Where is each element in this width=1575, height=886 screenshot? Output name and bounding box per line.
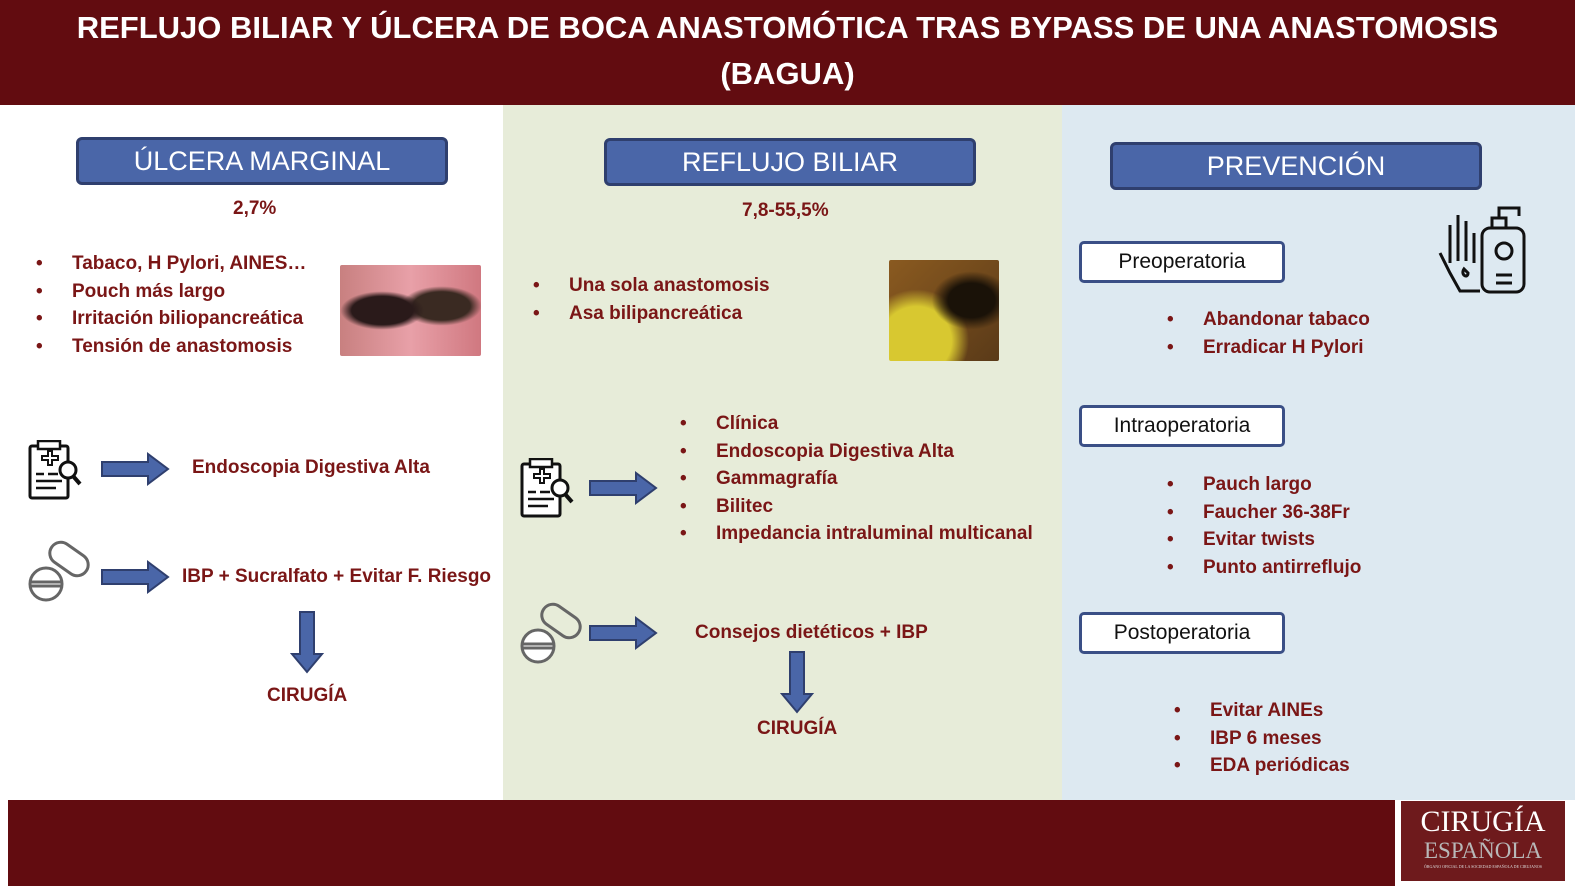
endoscopy-bile-image: [889, 260, 999, 361]
ulcera-treatment: IBP + Sucralfato + Evitar F. Riesgo: [182, 566, 492, 587]
pills-icon: [520, 602, 584, 664]
prevencion-heading: PREVENCIÓN: [1110, 142, 1482, 190]
title-banner: REFLUJO BILIAR Y ÚLCERA DE BOCA ANASTOMÓ…: [0, 0, 1575, 105]
title-line-2: (BAGUA): [720, 56, 855, 91]
prevencion-column: [1062, 105, 1575, 800]
logo-line-1: CIRUGÍA: [1420, 805, 1546, 838]
hand-sanitizer-icon: [1438, 206, 1526, 294]
ulcera-rate: 2,7%: [233, 198, 277, 219]
list-item: Pouch más largo: [36, 278, 306, 306]
reflujo-risk-list: Una sola anastomosis Asa bilipancreática: [533, 272, 770, 327]
arrow-down-icon: [781, 651, 813, 713]
list-item: Erradicar H Pylori: [1167, 334, 1370, 362]
ulcera-risk-list: Tabaco, H Pylori, AINES… Pouch más largo…: [36, 250, 306, 360]
endoscopy-ulcer-image: [340, 265, 481, 356]
title-line-1: REFLUJO BILIAR Y ÚLCERA DE BOCA ANASTOMÓ…: [76, 10, 1499, 45]
ulcera-surgery: CIRUGÍA: [267, 685, 348, 706]
list-item: Punto antirreflujo: [1167, 554, 1361, 582]
list-item: Tabaco, H Pylori, AINES…: [36, 250, 306, 278]
arrow-right-icon: [101, 561, 169, 593]
list-item: Clínica: [680, 410, 1033, 438]
arrow-down-icon: [291, 611, 323, 673]
list-item: Bilitec: [680, 493, 1033, 521]
reflujo-diagnosis-list: Clínica Endoscopia Digestiva Alta Gammag…: [680, 410, 1033, 548]
intraop-list: Pauch largo Faucher 36-38Fr Evitar twist…: [1167, 471, 1361, 581]
reflujo-surgery: CIRUGÍA: [757, 718, 838, 739]
list-item: IBP 6 meses: [1174, 725, 1350, 753]
stage-preoperatoria: Preoperatoria: [1079, 241, 1285, 283]
reflujo-rate: 7,8-55,5%: [742, 200, 829, 221]
ulcera-diagnosis: Endoscopia Digestiva Alta: [192, 457, 430, 478]
list-item: Impedancia intraluminal multicanal: [680, 520, 1033, 548]
list-item: Abandonar tabaco: [1167, 306, 1370, 334]
arrow-right-icon: [101, 453, 169, 485]
list-item: Evitar twists: [1167, 526, 1361, 554]
list-item: Tensión de anastomosis: [36, 333, 306, 361]
reflujo-heading: REFLUJO BILIAR: [604, 138, 976, 186]
clipboard-search-icon: [520, 458, 574, 518]
postop-list: Evitar AINEs IBP 6 meses EDA periódicas: [1174, 697, 1350, 780]
list-item: Asa bilipancreática: [533, 300, 770, 328]
ulcera-column: [0, 105, 503, 800]
stage-postoperatoria: Postoperatoria: [1079, 612, 1285, 654]
pills-icon: [28, 540, 92, 602]
logo-line-3: ÓRGANO OFICIAL DE LA SOCIEDAD ESPAÑOLA D…: [1423, 864, 1543, 869]
list-item: Evitar AINEs: [1174, 697, 1350, 725]
arrow-right-icon: [589, 472, 657, 504]
logo-line-2: ESPAÑOLA: [1423, 838, 1542, 863]
list-item: EDA periódicas: [1174, 752, 1350, 780]
cirugia-espanola-logo: CIRUGÍA ESPAÑOLA ÓRGANO OFICIAL DE LA SO…: [1401, 801, 1565, 881]
footer-banner: [8, 800, 1395, 886]
stage-intraoperatoria: Intraoperatoria: [1079, 405, 1285, 447]
preop-list: Abandonar tabaco Erradicar H Pylori: [1167, 306, 1370, 361]
list-item: Una sola anastomosis: [533, 272, 770, 300]
clipboard-search-icon: [28, 440, 82, 500]
arrow-right-icon: [589, 617, 657, 649]
list-item: Irritación biliopancreática: [36, 305, 306, 333]
reflujo-treatment: Consejos dietéticos + IBP: [695, 622, 928, 643]
list-item: Faucher 36-38Fr: [1167, 499, 1361, 527]
list-item: Gammagrafía: [680, 465, 1033, 493]
list-item: Endoscopia Digestiva Alta: [680, 438, 1033, 466]
list-item: Pauch largo: [1167, 471, 1361, 499]
ulcera-heading: ÚLCERA MARGINAL: [76, 137, 448, 185]
